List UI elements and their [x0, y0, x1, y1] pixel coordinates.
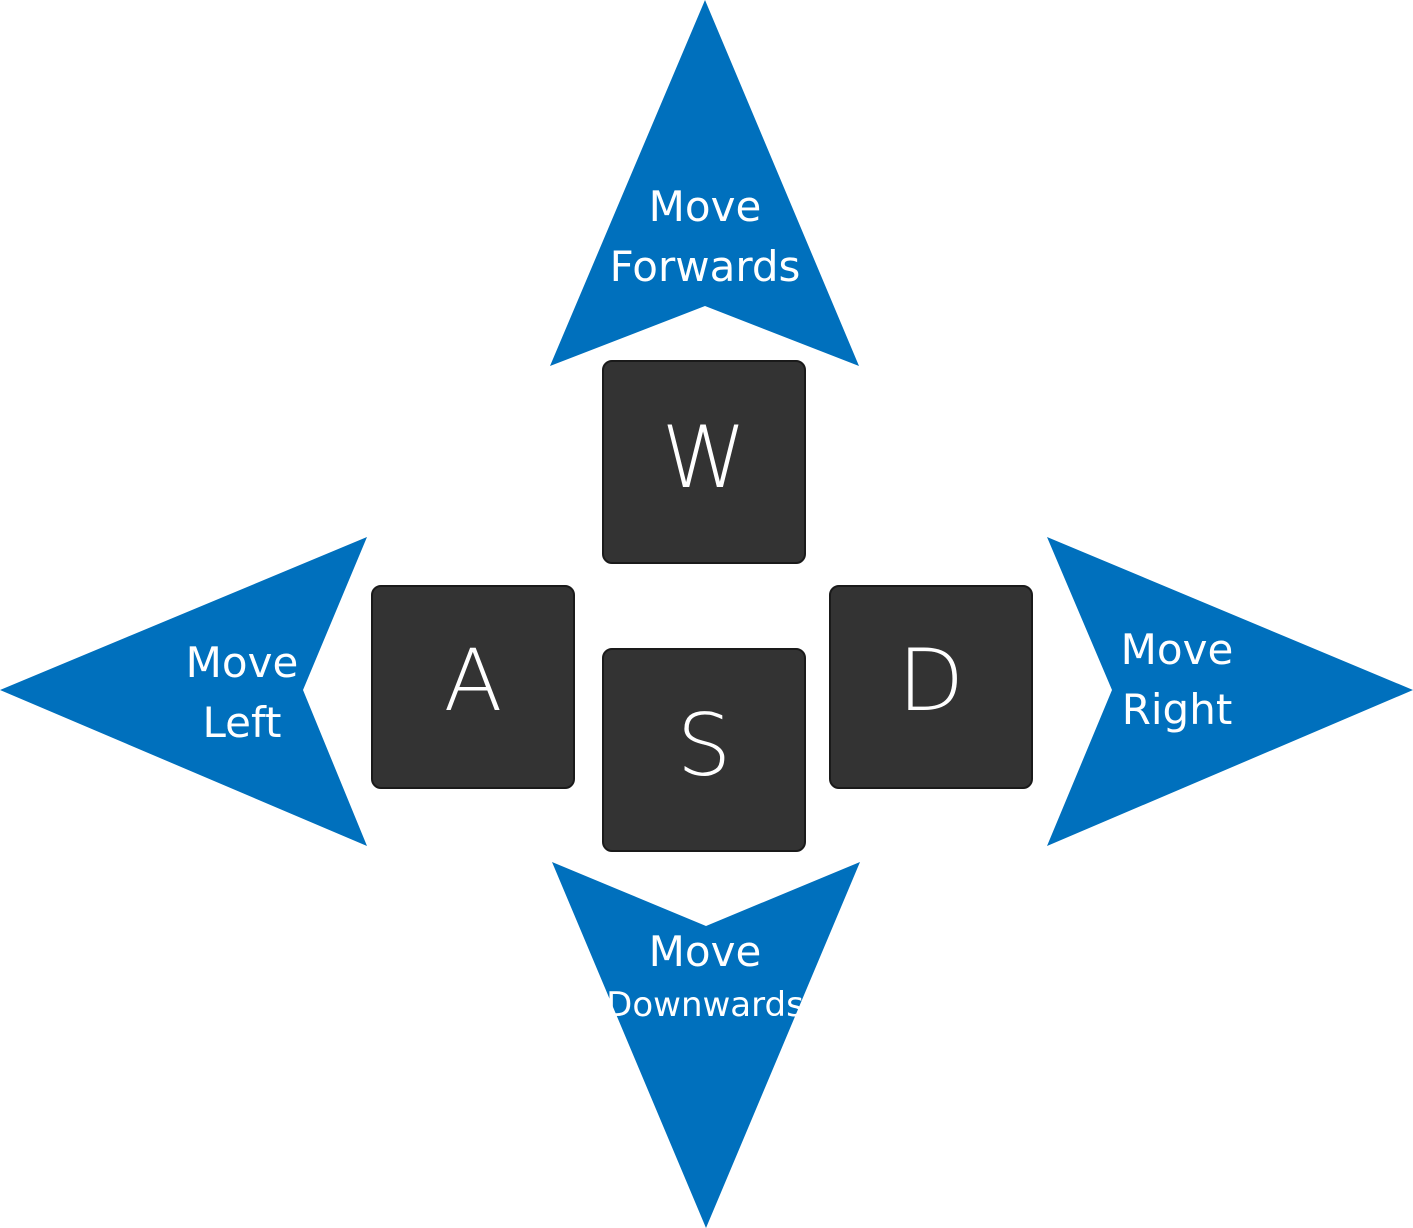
arrow-up-label-line2: Forwards — [609, 242, 801, 291]
key-a[interactable]: A — [371, 585, 575, 789]
arrow-right-label: Move Right — [1121, 620, 1234, 740]
arrow-down-label-line1: Move — [648, 927, 762, 976]
key-w-label: W — [661, 408, 747, 508]
arrow-right — [1047, 537, 1413, 846]
key-d[interactable]: D — [829, 585, 1033, 789]
arrow-down — [552, 862, 860, 1228]
arrow-left-label: Move Left — [186, 633, 299, 753]
key-d-label: D — [897, 631, 965, 731]
arrow-down-label: Move Downwards — [606, 922, 804, 1028]
arrow-right-label-line2: Right — [1121, 685, 1233, 734]
arrow-left — [0, 537, 367, 846]
key-s-label: S — [676, 696, 732, 796]
key-a-label: A — [443, 631, 503, 731]
key-w[interactable]: W — [602, 360, 806, 564]
key-s[interactable]: S — [602, 648, 806, 852]
arrow-down-label-line2: Downwards — [606, 985, 804, 1025]
arrow-up-label-line1: Move — [648, 182, 762, 231]
arrow-up-label: Move Forwards — [610, 177, 801, 297]
arrow-left-label-line2: Left — [202, 698, 282, 747]
arrow-up — [550, 0, 859, 366]
arrow-right-label-line1: Move — [1120, 625, 1234, 674]
arrow-left-label-line1: Move — [185, 638, 299, 687]
